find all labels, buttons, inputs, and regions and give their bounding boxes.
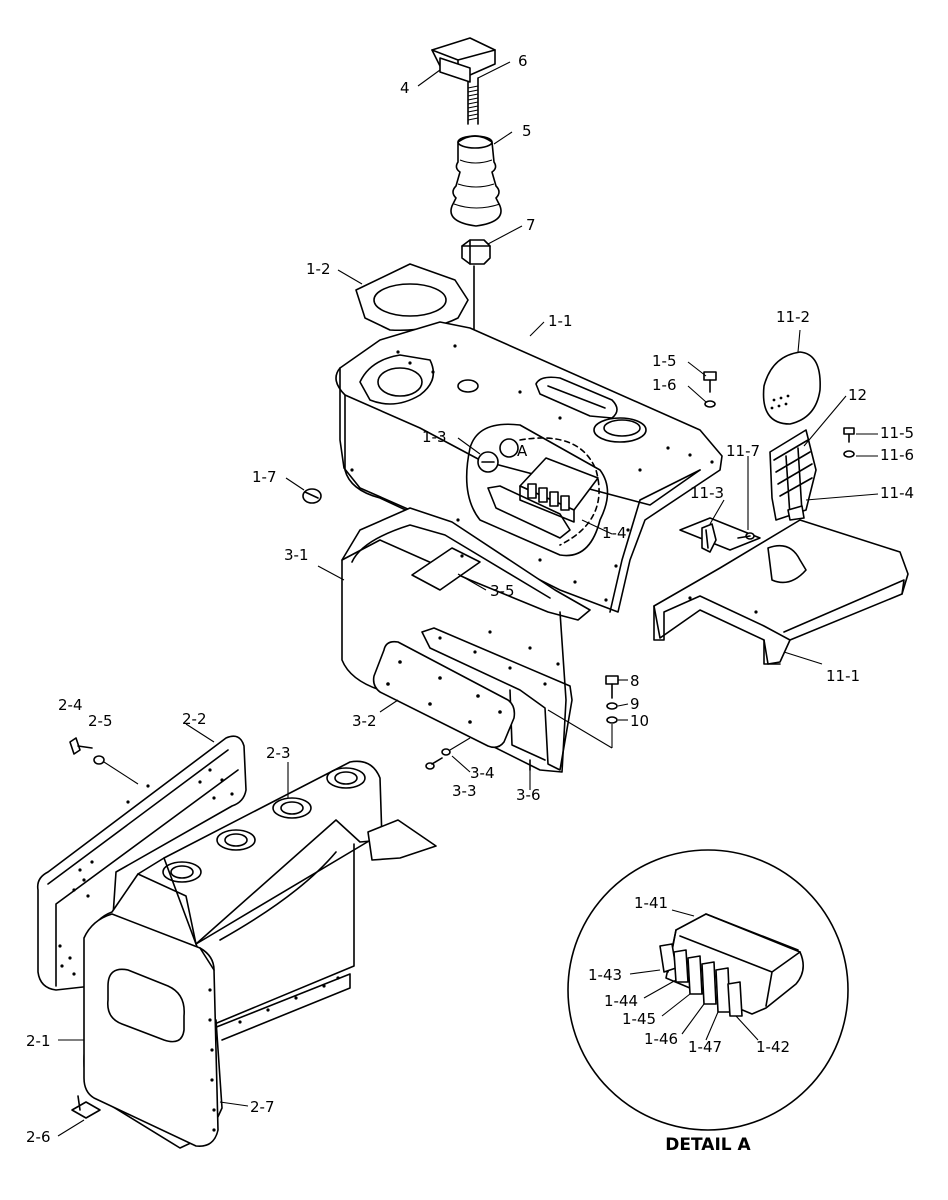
detail-caption: DETAIL A xyxy=(665,1135,751,1155)
label-3-5: 3-5 xyxy=(490,582,515,600)
label-1-42: 1-42 xyxy=(756,1038,790,1056)
label-1-46: 1-46 xyxy=(644,1030,678,1048)
screw-11-7 xyxy=(737,456,755,540)
front-panel-2-1 xyxy=(83,913,219,1147)
screw-2-4 xyxy=(69,737,139,785)
label-2-7: 2-7 xyxy=(250,1098,275,1116)
switch-assembly-1-4 xyxy=(487,437,600,546)
label-2-5: 2-5 xyxy=(88,712,113,730)
label-1-44: 1-44 xyxy=(604,992,638,1010)
label-3-3: 3-3 xyxy=(452,782,477,800)
label-11-1: 11-1 xyxy=(826,667,860,685)
label-5: 5 xyxy=(522,122,532,140)
label-1-3: 1-3 xyxy=(422,428,447,446)
label-2-4: 2-4 xyxy=(58,696,83,714)
bolt-8 xyxy=(547,675,619,749)
rubber-boot xyxy=(450,135,502,227)
label-3-1: 3-1 xyxy=(284,546,309,564)
label-7: 7 xyxy=(526,216,536,234)
console-housing-1-1 xyxy=(335,321,723,613)
cover-plate-1-2 xyxy=(355,263,469,332)
label-1-2: 1-2 xyxy=(306,260,331,278)
clip-11-3 xyxy=(701,523,717,553)
cover-plate-3-2 xyxy=(372,640,516,749)
switch-pack-12 xyxy=(769,429,817,521)
label-6: 6 xyxy=(518,52,528,70)
label-1-45: 1-45 xyxy=(622,1010,656,1028)
label-11-3: 11-3 xyxy=(690,484,724,502)
label-8: 8 xyxy=(630,672,640,690)
label-3-6: 3-6 xyxy=(516,786,541,804)
label-4: 4 xyxy=(400,79,410,97)
bracket-2-6 xyxy=(71,1095,101,1119)
label-11-6: 11-6 xyxy=(880,446,914,464)
screw-3-3 xyxy=(425,737,471,770)
label-2-6: 2-6 xyxy=(26,1128,51,1146)
leader-lines xyxy=(57,61,879,1137)
label-2-3: 2-3 xyxy=(266,744,291,762)
label-1-41: 1-41 xyxy=(634,894,668,912)
hex-nut xyxy=(461,239,491,265)
label-1-6: 1-6 xyxy=(652,376,677,394)
label-11-7: 11-7 xyxy=(726,442,760,460)
switch-cover-11-2 xyxy=(762,351,821,425)
label-3-4: 3-4 xyxy=(470,764,495,782)
label-11-4: 11-4 xyxy=(880,484,914,502)
label-9: 9 xyxy=(630,695,640,713)
label-1-47: 1-47 xyxy=(688,1038,722,1056)
label-2-2: 2-2 xyxy=(182,710,207,728)
cap-1-3 xyxy=(477,451,499,473)
right-cover-11-1 xyxy=(653,517,909,665)
label-1-5: 1-5 xyxy=(652,352,677,370)
screw-1-5 xyxy=(703,371,717,408)
side-panel-2-2 xyxy=(36,735,247,991)
screw-11-5 xyxy=(843,427,855,458)
plug-1-7 xyxy=(302,488,322,504)
label-1-43: 1-43 xyxy=(588,966,622,984)
label-1-4: 1-4 xyxy=(602,524,627,542)
detail-a-view xyxy=(567,849,849,1131)
label-12: 12 xyxy=(848,386,867,404)
label-11-5: 11-5 xyxy=(880,424,914,442)
label-1-7: 1-7 xyxy=(252,468,277,486)
lever-knob xyxy=(431,37,496,125)
label-3-2: 3-2 xyxy=(352,712,377,730)
view-marker-a: A xyxy=(517,442,528,460)
label-1-1: 1-1 xyxy=(548,312,573,330)
label-2-1: 2-1 xyxy=(26,1032,51,1050)
label-11-2: 11-2 xyxy=(776,308,810,326)
part-labels: 4 6 5 7 1-2 1-1 1-5 1-6 1-3 1-4 1-7 11-2… xyxy=(26,52,914,1155)
label-10: 10 xyxy=(630,712,649,730)
frame-3-1 xyxy=(341,507,591,773)
